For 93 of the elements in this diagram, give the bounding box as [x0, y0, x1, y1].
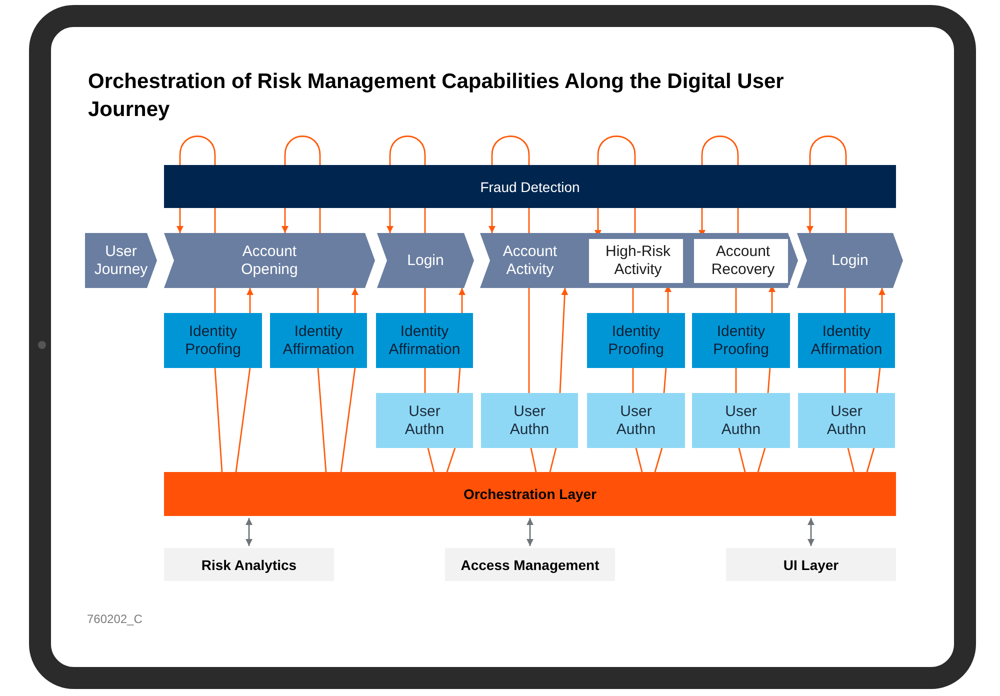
- journey-band: [85, 233, 157, 288]
- figure-id: 760202_C: [87, 612, 142, 626]
- capability-label: User Authn: [615, 402, 657, 438]
- arrow: [246, 288, 254, 313]
- capability-box: [270, 313, 367, 368]
- arrow: [352, 288, 358, 313]
- connector-line: [767, 368, 771, 394]
- stage-label: Account Recovery: [710, 243, 776, 279]
- connector-line: [319, 208, 321, 233]
- connector-line: [530, 448, 537, 472]
- stage-label: Account Activity: [502, 242, 558, 278]
- capability-label: Identity Affirmation: [810, 322, 884, 358]
- bar-label: Fraud Detection: [480, 178, 580, 196]
- connector-line: [317, 288, 319, 313]
- capability-box: [164, 313, 262, 368]
- arrow: [176, 136, 216, 233]
- connector-line: [635, 448, 643, 472]
- arrow: [559, 288, 568, 394]
- connector-line: [632, 368, 634, 393]
- authentication-box: [376, 393, 473, 448]
- arrow: [282, 136, 321, 233]
- capability-label: Identity Proofing: [607, 322, 665, 358]
- arrow: [386, 136, 426, 233]
- connector-line: [528, 288, 530, 393]
- process-stage: [797, 233, 903, 288]
- connector-line: [424, 368, 426, 393]
- connector-line: [757, 448, 766, 472]
- stage-label: Login: [407, 252, 444, 270]
- bar-label: Orchestration Layer: [463, 485, 597, 503]
- connector-line: [427, 448, 435, 472]
- connector-line: [424, 208, 426, 233]
- stage-label: High-Risk Activity: [604, 243, 672, 279]
- connector-line: [735, 368, 737, 393]
- connector-line: [654, 448, 663, 472]
- capability-box: [692, 313, 790, 368]
- capability-box: [376, 313, 473, 368]
- arrow: [458, 288, 466, 313]
- arrow: [664, 285, 672, 313]
- connector-line: [844, 288, 846, 313]
- connector-line: [738, 448, 746, 472]
- arrow: [768, 285, 776, 313]
- connector-line: [424, 288, 426, 313]
- stage-box: [587, 237, 685, 285]
- arrow: [526, 518, 534, 546]
- capability-box: [587, 313, 685, 368]
- arrow: [878, 288, 886, 313]
- authentication-box: [481, 393, 578, 448]
- authentication-box: [692, 393, 790, 448]
- connector-line: [847, 448, 855, 472]
- stage-box: [692, 237, 790, 285]
- capability-label: User Authn: [404, 402, 446, 438]
- arrow: [246, 518, 252, 546]
- connector-line: [528, 208, 530, 233]
- authentication-box: [587, 393, 685, 448]
- service-label: Access Management: [460, 556, 600, 574]
- connector-line: [663, 368, 667, 394]
- capability-label: User Authn: [508, 402, 550, 438]
- arrow: [806, 136, 847, 233]
- stage-label: Login: [832, 252, 868, 270]
- connector-line: [446, 448, 456, 472]
- process-stage: [164, 233, 375, 288]
- capability-label: User Authn: [826, 402, 868, 438]
- connector-line: [845, 208, 847, 233]
- orchestration-bar: [164, 472, 896, 516]
- connector-line: [214, 368, 223, 472]
- connector-line: [457, 368, 461, 394]
- capability-label: Identity Proofing: [184, 322, 242, 358]
- journey-label: User Journey: [93, 242, 149, 278]
- connector-line: [632, 285, 634, 313]
- connector-line: [876, 368, 881, 394]
- process-stage: [377, 233, 474, 288]
- fraud-detection-bar: [164, 165, 896, 208]
- capability-label: Identity Affirmation: [282, 322, 356, 358]
- connector-line: [866, 448, 875, 472]
- service-label: UI Layer: [783, 556, 839, 574]
- stage-label: Account Opening: [240, 242, 299, 278]
- capability-label: User Authn: [720, 402, 762, 438]
- connector-line: [317, 368, 327, 472]
- authentication-box: [798, 393, 895, 448]
- connector-line: [735, 285, 737, 313]
- connector-line: [844, 368, 846, 393]
- arrow: [488, 136, 530, 233]
- capability-label: Identity Affirmation: [388, 322, 462, 358]
- connector-line: [340, 368, 356, 472]
- service-label: Risk Analytics: [201, 556, 297, 574]
- connector-line: [214, 288, 216, 313]
- arrow: [808, 518, 814, 546]
- capability-label: Identity Proofing: [712, 322, 770, 358]
- connector-line: [549, 448, 557, 472]
- connector-line: [214, 208, 216, 233]
- capability-box: [798, 313, 895, 368]
- diagram-title: Orchestration of Risk Management Capabilities Along the Digital User Journey: [88, 69, 785, 123]
- connector-line: [235, 368, 251, 472]
